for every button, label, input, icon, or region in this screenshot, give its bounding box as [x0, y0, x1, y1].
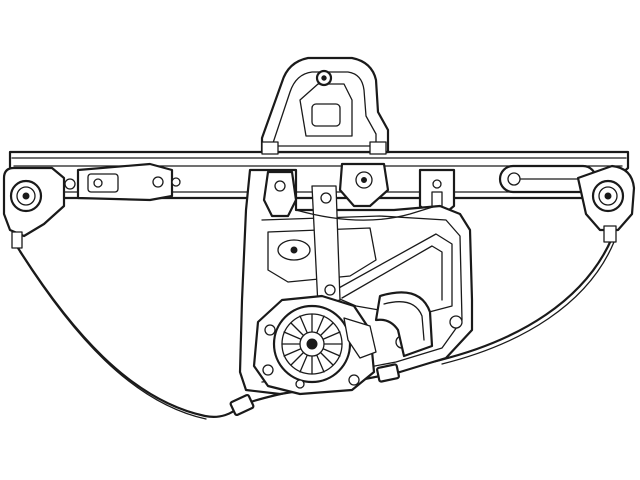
- curved-guide-edge: [383, 301, 425, 341]
- left-slider-pin-a: [152, 176, 164, 188]
- motor-mount-bolt-d: [295, 379, 305, 389]
- cable-clip-bottom-left: [229, 393, 255, 417]
- rail-bracket-right: [418, 168, 456, 216]
- top-bracket-inner: [271, 71, 377, 147]
- right-cable-clip: [603, 225, 617, 243]
- carrier-bracket: [262, 162, 437, 307]
- left-slider-bolt: [93, 178, 103, 188]
- center-guide-hole-center: [361, 177, 367, 183]
- cable-left-inner: [19, 251, 207, 420]
- left-pulley-assembly: [2, 166, 76, 249]
- right-pulley-assembly: [498, 164, 636, 243]
- motor-spindle: [306, 338, 318, 350]
- vertical-link-pin-top: [320, 192, 332, 204]
- lift-plate-diagonal-rib: [327, 233, 453, 317]
- cable-clip-bottom-right: [376, 363, 400, 383]
- cable-right-inner: [441, 241, 615, 365]
- right-slot-bolt: [507, 172, 521, 186]
- cable-route-upper: [295, 205, 437, 221]
- vertical-link-pin-bottom: [324, 284, 336, 296]
- top-bracket-tab-right: [369, 141, 387, 155]
- cable-left: [16, 246, 242, 418]
- top-bracket-pocket: [311, 103, 341, 127]
- carrier-body: [262, 170, 298, 218]
- motor-mount-bolt-a: [264, 324, 276, 336]
- motor-mount-bolt-c: [348, 374, 360, 386]
- top-bracket-tab-left: [261, 141, 279, 155]
- left-pulley-axle: [22, 192, 30, 200]
- lift-plate-rib-line: [341, 245, 443, 301]
- left-cable-clip: [11, 231, 23, 249]
- top-bracket-hole-center: [321, 75, 327, 81]
- motor-worm-housing: [343, 317, 377, 359]
- lift-plate-rivet-right: [449, 315, 463, 329]
- left-slider-pin-b: [171, 177, 181, 187]
- rail-bracket-hole: [432, 179, 442, 189]
- carrier-hole: [274, 180, 286, 192]
- right-pulley-axle: [604, 192, 612, 200]
- cable-end-clips: [229, 363, 400, 417]
- curved-guide: [374, 291, 434, 358]
- motor-mount-bolt-b: [262, 364, 274, 376]
- left-slider: [76, 162, 181, 202]
- lift-plate-boss-center: [290, 246, 298, 254]
- left-rivet: [64, 178, 76, 190]
- left-slider-pad: [87, 173, 119, 193]
- top-bracket: [260, 56, 390, 155]
- motor-gearbox: [252, 294, 377, 396]
